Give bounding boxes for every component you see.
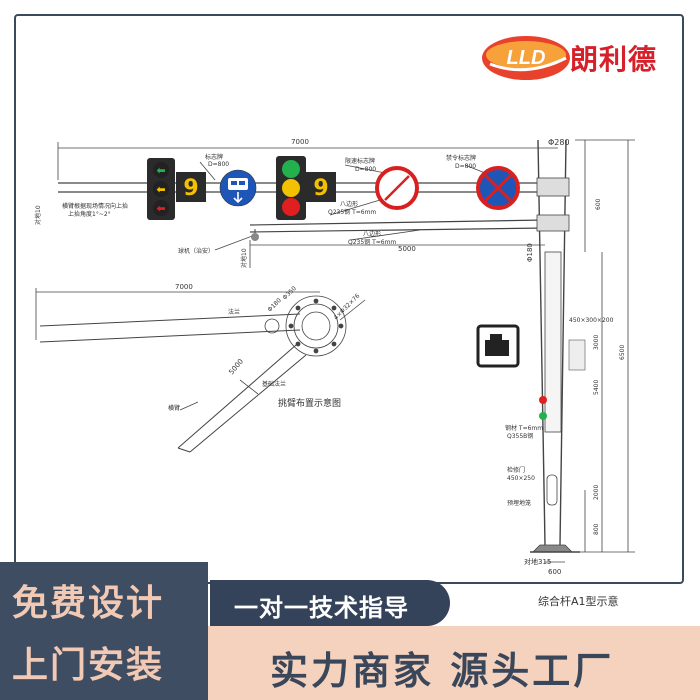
label-octagon-2-spec: Q235钢 T=6mm [348, 238, 396, 246]
brand-name: 朗利德 [570, 43, 658, 76]
label-prohibit-sign: 禁令标志牌 [446, 154, 476, 162]
dim-5000: 5000 [398, 245, 416, 253]
slogan-panel [208, 626, 700, 700]
elev-top-label: 对地10 [34, 205, 42, 225]
label-door: 检修门 [507, 466, 525, 474]
elev-arm2-label: 对地10 [240, 248, 248, 268]
dim-3000: 3000 [593, 335, 600, 350]
promo-free-design: 免费设计 [12, 583, 165, 624]
traffic-light-round [276, 156, 306, 220]
label-sign-panel: 标志牌 [205, 153, 223, 161]
svg-text:⬅: ⬅ [156, 164, 165, 177]
plan-dim-5000: 5000 [227, 357, 245, 376]
bottom-width: 600 [548, 568, 561, 576]
logo-emblem-text: LLD [507, 47, 546, 69]
label-octagon-1: 八边形 [340, 200, 358, 208]
caption-right: 综合杆A1型示意 [538, 594, 619, 608]
pole-side-sign [476, 324, 520, 368]
plan-caption: 挑臂布置示意图 [278, 397, 341, 409]
no-stopping-sign [476, 166, 520, 210]
label-octagon-1-spec: Q235钢 T=6mm [328, 208, 376, 216]
label-steel: 钢材 T=6mm [505, 424, 543, 432]
box-label: 450×300×200 [569, 317, 614, 324]
tag-tech-guidance: 一对一技术指导 [210, 580, 450, 626]
label-door-size: 450×250 [507, 475, 535, 482]
prohibit-sign [375, 166, 419, 210]
label-octagon-2: 八边形 [363, 230, 381, 238]
note-left-1: 横臂根据现场情况向上抬 [62, 202, 128, 210]
plan-phi-350: Φ350 [281, 285, 298, 302]
plan-label-arm: 横臂 [168, 404, 180, 412]
promo-onsite-install: 上门安装 [12, 645, 165, 686]
dim-5400: 5400 [593, 380, 600, 395]
dim-800: 800 [593, 523, 600, 535]
equipment-box [568, 339, 586, 371]
camera-icon [251, 229, 259, 241]
plan-label-flange: 法兰 [228, 308, 240, 316]
brand-logo: LLD [482, 36, 570, 80]
plan-label-base: 基础法兰 [262, 380, 286, 388]
countdown-digit-2: 9 [313, 176, 328, 201]
plan-view [35, 288, 366, 453]
pedestrian-light [539, 396, 547, 420]
tag-tech-guidance-text: 一对一技术指导 [234, 594, 409, 622]
dim-2000: 2000 [593, 485, 600, 500]
svg-text:⬅: ⬅ [156, 202, 165, 215]
dim-600: 600 [595, 198, 602, 210]
blue-lane-sign [219, 169, 257, 207]
label-camera: 球机（治安） [178, 247, 214, 255]
label-steel-2: Q355B钢 [507, 432, 533, 440]
plan-phi-32: 4×Φ32×76 [332, 292, 361, 321]
plan-dim-7000: 7000 [175, 283, 193, 291]
svg-text:⬅: ⬅ [156, 183, 165, 196]
pole-mid-dim: Φ180 [526, 243, 534, 262]
dim-top-7000: 7000 [291, 138, 309, 146]
label-ground-bolt: 预埋地笼 [507, 499, 531, 507]
countdown-digit-1: 9 [183, 176, 198, 201]
countdown-display-1: 9 [176, 172, 206, 202]
dim-6500: 6500 [619, 345, 626, 360]
label-sign-panel-size: D=800 [208, 161, 229, 168]
bottom-dim: 对地315 [524, 557, 551, 566]
traffic-light-arrows: ⬅ ⬅ ⬅ [147, 158, 175, 220]
note-left-2: 上抬角度1°~2° [68, 210, 111, 218]
label-speed-sign-size: D=800 [355, 166, 376, 173]
slogan-text: 实力商家 源头工厂 [270, 649, 615, 693]
plan-phi-180: Φ180 [266, 297, 283, 314]
countdown-display-2: 9 [306, 172, 336, 202]
label-speed-sign: 限速标志牌 [345, 157, 375, 165]
label-prohibit-sign-size: D=800 [455, 163, 476, 170]
left-promo-panel [0, 562, 208, 700]
pole-top-dim: Φ280 [548, 138, 570, 147]
